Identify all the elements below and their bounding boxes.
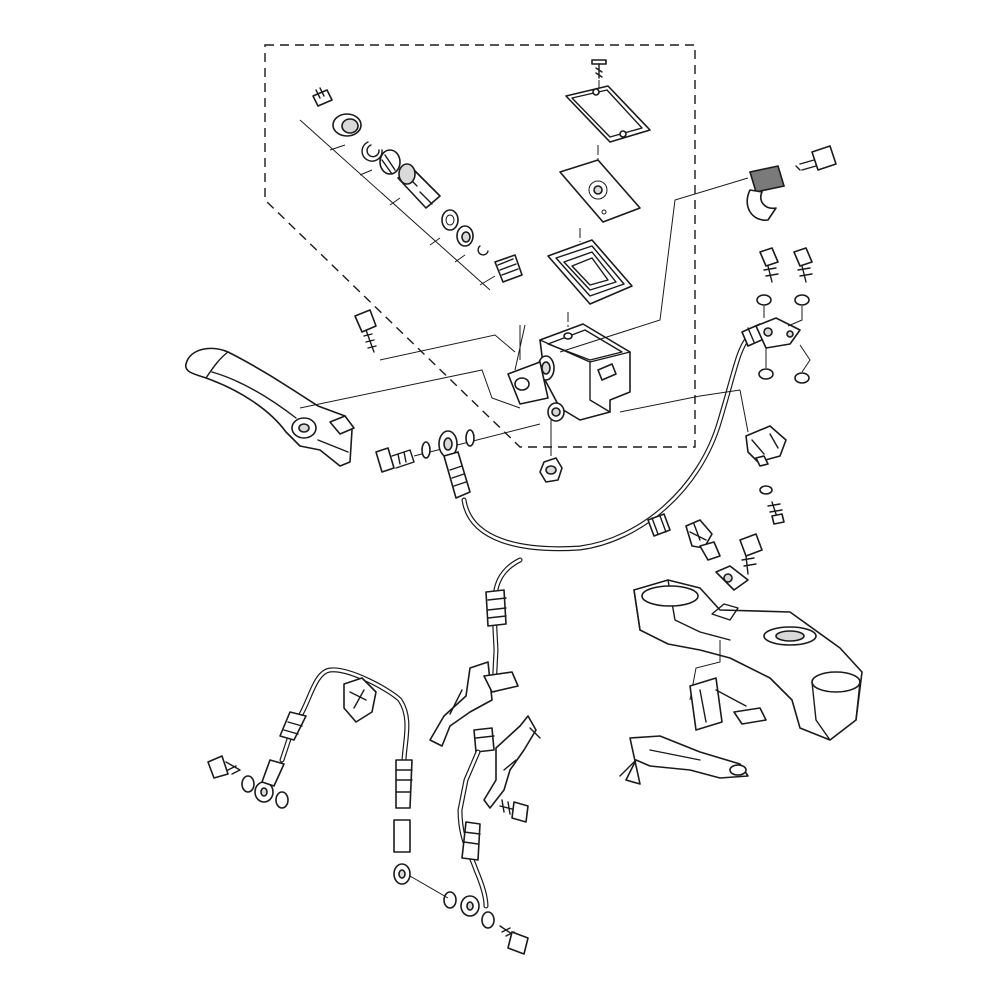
washer-a bbox=[756, 294, 772, 306]
brake-lever bbox=[184, 347, 355, 467]
bolt-axis-line bbox=[413, 423, 541, 457]
right-caliper-hose-inner bbox=[458, 750, 488, 908]
terminal-block bbox=[755, 317, 801, 349]
left-washer-1 bbox=[241, 775, 255, 793]
pivot-leader bbox=[379, 324, 526, 371]
right-banjo-eye bbox=[460, 895, 480, 917]
hose-guide bbox=[689, 677, 767, 731]
reservoir-cap bbox=[565, 85, 651, 143]
hose-bracket-right bbox=[483, 715, 541, 809]
right-washer-1 bbox=[443, 891, 457, 909]
switch-bolt-right bbox=[793, 247, 813, 283]
left-washer-2 bbox=[275, 791, 289, 809]
dust-boot bbox=[332, 113, 362, 137]
washer-d bbox=[794, 372, 810, 384]
banjo-bolt-upper bbox=[375, 447, 415, 473]
dust-boot-pin bbox=[312, 87, 333, 107]
left-caliper-hose-inner bbox=[280, 668, 409, 762]
upper-banjo-fitting bbox=[438, 430, 471, 499]
left-hose-lower-fitting bbox=[393, 759, 413, 885]
hose-grommet bbox=[647, 513, 671, 537]
hose-junction bbox=[473, 727, 495, 753]
lever-nut bbox=[539, 457, 563, 483]
kit-boundary-dashed bbox=[264, 44, 696, 448]
washer-b bbox=[794, 294, 810, 306]
switch-screw bbox=[767, 501, 785, 525]
joint-bolt bbox=[739, 533, 763, 575]
switch-washer bbox=[759, 485, 773, 495]
diaphragm-plate bbox=[559, 159, 641, 223]
sealing-washer-1 bbox=[421, 441, 431, 459]
right-washer-2 bbox=[481, 911, 495, 929]
explode-axis-line bbox=[299, 119, 496, 291]
spring-seat bbox=[477, 245, 489, 256]
clamp-leader bbox=[559, 177, 749, 353]
clamp-bolt bbox=[795, 145, 837, 171]
cup-seal bbox=[456, 225, 474, 247]
left-hose-upper-fitting bbox=[279, 711, 307, 741]
brake-light-switch bbox=[745, 425, 787, 467]
secondary-cup bbox=[441, 209, 459, 231]
bracket-plate bbox=[619, 735, 749, 785]
circlip bbox=[361, 141, 383, 162]
lower-hose-fitting bbox=[485, 589, 507, 627]
upper-triple-clamp bbox=[633, 579, 863, 741]
hose-clip bbox=[343, 677, 377, 723]
washer-c bbox=[758, 368, 774, 380]
master-cylinder-body bbox=[507, 323, 631, 422]
banjo-bolt-left bbox=[207, 755, 241, 779]
switch-leaders bbox=[763, 306, 811, 373]
hose-bracket bbox=[429, 661, 519, 747]
piston-assembly bbox=[299, 87, 523, 291]
sealing-washer-2 bbox=[465, 429, 475, 447]
joint-bracket bbox=[715, 565, 749, 591]
pivot-bolt bbox=[354, 309, 377, 353]
switch-bolt-left bbox=[759, 247, 779, 283]
lever-leader bbox=[299, 369, 521, 409]
reservoir-diaphragm bbox=[547, 239, 633, 305]
banjo-bolt-right bbox=[499, 925, 529, 955]
clamp-leader-lower bbox=[689, 640, 721, 701]
left-banjo-eye bbox=[254, 759, 285, 803]
bracket-bolt bbox=[499, 799, 529, 823]
right-hose-upper-fitting bbox=[461, 821, 481, 861]
handlebar-clamp bbox=[746, 165, 786, 221]
hose-joint bbox=[685, 519, 721, 561]
right-bolt-axis bbox=[409, 875, 449, 899]
primary-seal bbox=[379, 149, 401, 175]
reservoir-cap-screw bbox=[591, 59, 607, 79]
piston bbox=[397, 163, 441, 209]
switch-leader bbox=[619, 389, 749, 433]
return-spring bbox=[494, 254, 523, 283]
